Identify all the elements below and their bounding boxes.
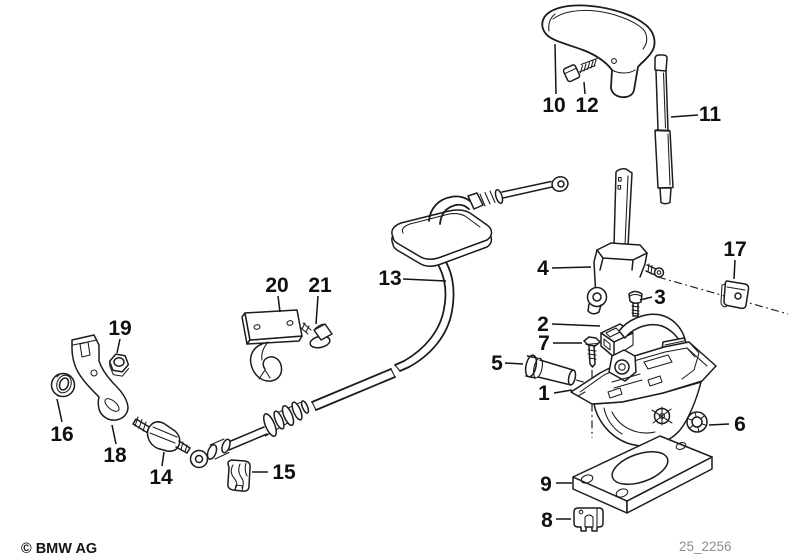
part-8-clip-nut — [573, 507, 604, 532]
part-13-selector-cable — [189, 175, 569, 469]
part-label-12: 12 — [575, 94, 598, 117]
leader-13 — [402, 278, 447, 282]
part-20-support-plate — [241, 309, 303, 382]
leader-18 — [111, 424, 117, 445]
part-label-8: 8 — [541, 509, 553, 532]
part-label-5: 5 — [491, 352, 503, 375]
leader-20 — [277, 295, 281, 313]
leader-4 — [551, 266, 592, 269]
part-6-lock-nut — [686, 411, 708, 433]
leader-lines — [56, 43, 736, 520]
part-12-knob-screw — [562, 57, 598, 83]
part-18-bracket — [71, 334, 129, 421]
part-label-2: 2 — [537, 313, 549, 336]
part-label-16: 16 — [50, 423, 73, 446]
part-label-10: 10 — [542, 94, 565, 117]
part-4-lever-bracket — [586, 168, 665, 315]
part-label-4: 4 — [537, 257, 549, 280]
leader-5 — [504, 362, 524, 365]
part-17-stop-plate — [720, 280, 750, 310]
part-label-14: 14 — [149, 466, 173, 489]
part-label-9: 9 — [540, 473, 552, 496]
leader-21 — [315, 295, 319, 325]
part-label-6: 6 — [734, 413, 746, 436]
part-10-shift-knob — [541, 4, 656, 99]
part-label-1: 1 — [538, 382, 550, 405]
part-label-18: 18 — [103, 444, 127, 467]
copyright-text: © BMW AG — [21, 541, 97, 557]
part-15-cable-clip — [227, 459, 251, 492]
part-16-grommet — [50, 372, 76, 398]
leader-3 — [639, 296, 653, 301]
part-21-screw — [299, 322, 333, 349]
leader-19 — [116, 338, 121, 354]
center-axis-17 — [657, 276, 789, 315]
leader-17 — [733, 259, 736, 280]
leader-2 — [551, 323, 601, 327]
leader-11 — [670, 114, 699, 118]
leader-16 — [56, 398, 63, 423]
part-label-13: 13 — [378, 267, 401, 290]
part-label-21: 21 — [308, 274, 332, 297]
part-label-17: 17 — [723, 238, 746, 261]
leader-12 — [583, 81, 586, 95]
part-label-11: 11 — [699, 103, 722, 126]
part-14-cable-adjuster — [132, 416, 191, 454]
part-label-15: 15 — [272, 461, 296, 484]
part-label-3: 3 — [654, 286, 666, 309]
part-label-20: 20 — [265, 274, 288, 297]
leader-10 — [554, 43, 557, 95]
part-3-screw — [628, 290, 643, 317]
part-labels: 1 2 3 4 5 6 7 8 9 10 11 12 13 14 15 16 1… — [50, 94, 746, 532]
part-19-hex-nut — [108, 353, 130, 377]
part-9-base-plate — [572, 435, 713, 514]
part-label-19: 19 — [108, 317, 131, 340]
diagram-code: 25_2256 — [679, 539, 732, 554]
part-5-pin — [524, 354, 607, 389]
part-label-7: 7 — [538, 332, 550, 355]
leader-1 — [553, 389, 573, 394]
leader-6 — [708, 423, 730, 426]
part-1-housing — [570, 341, 717, 447]
leader-14 — [161, 451, 165, 467]
part-11-shift-rod — [654, 54, 674, 205]
